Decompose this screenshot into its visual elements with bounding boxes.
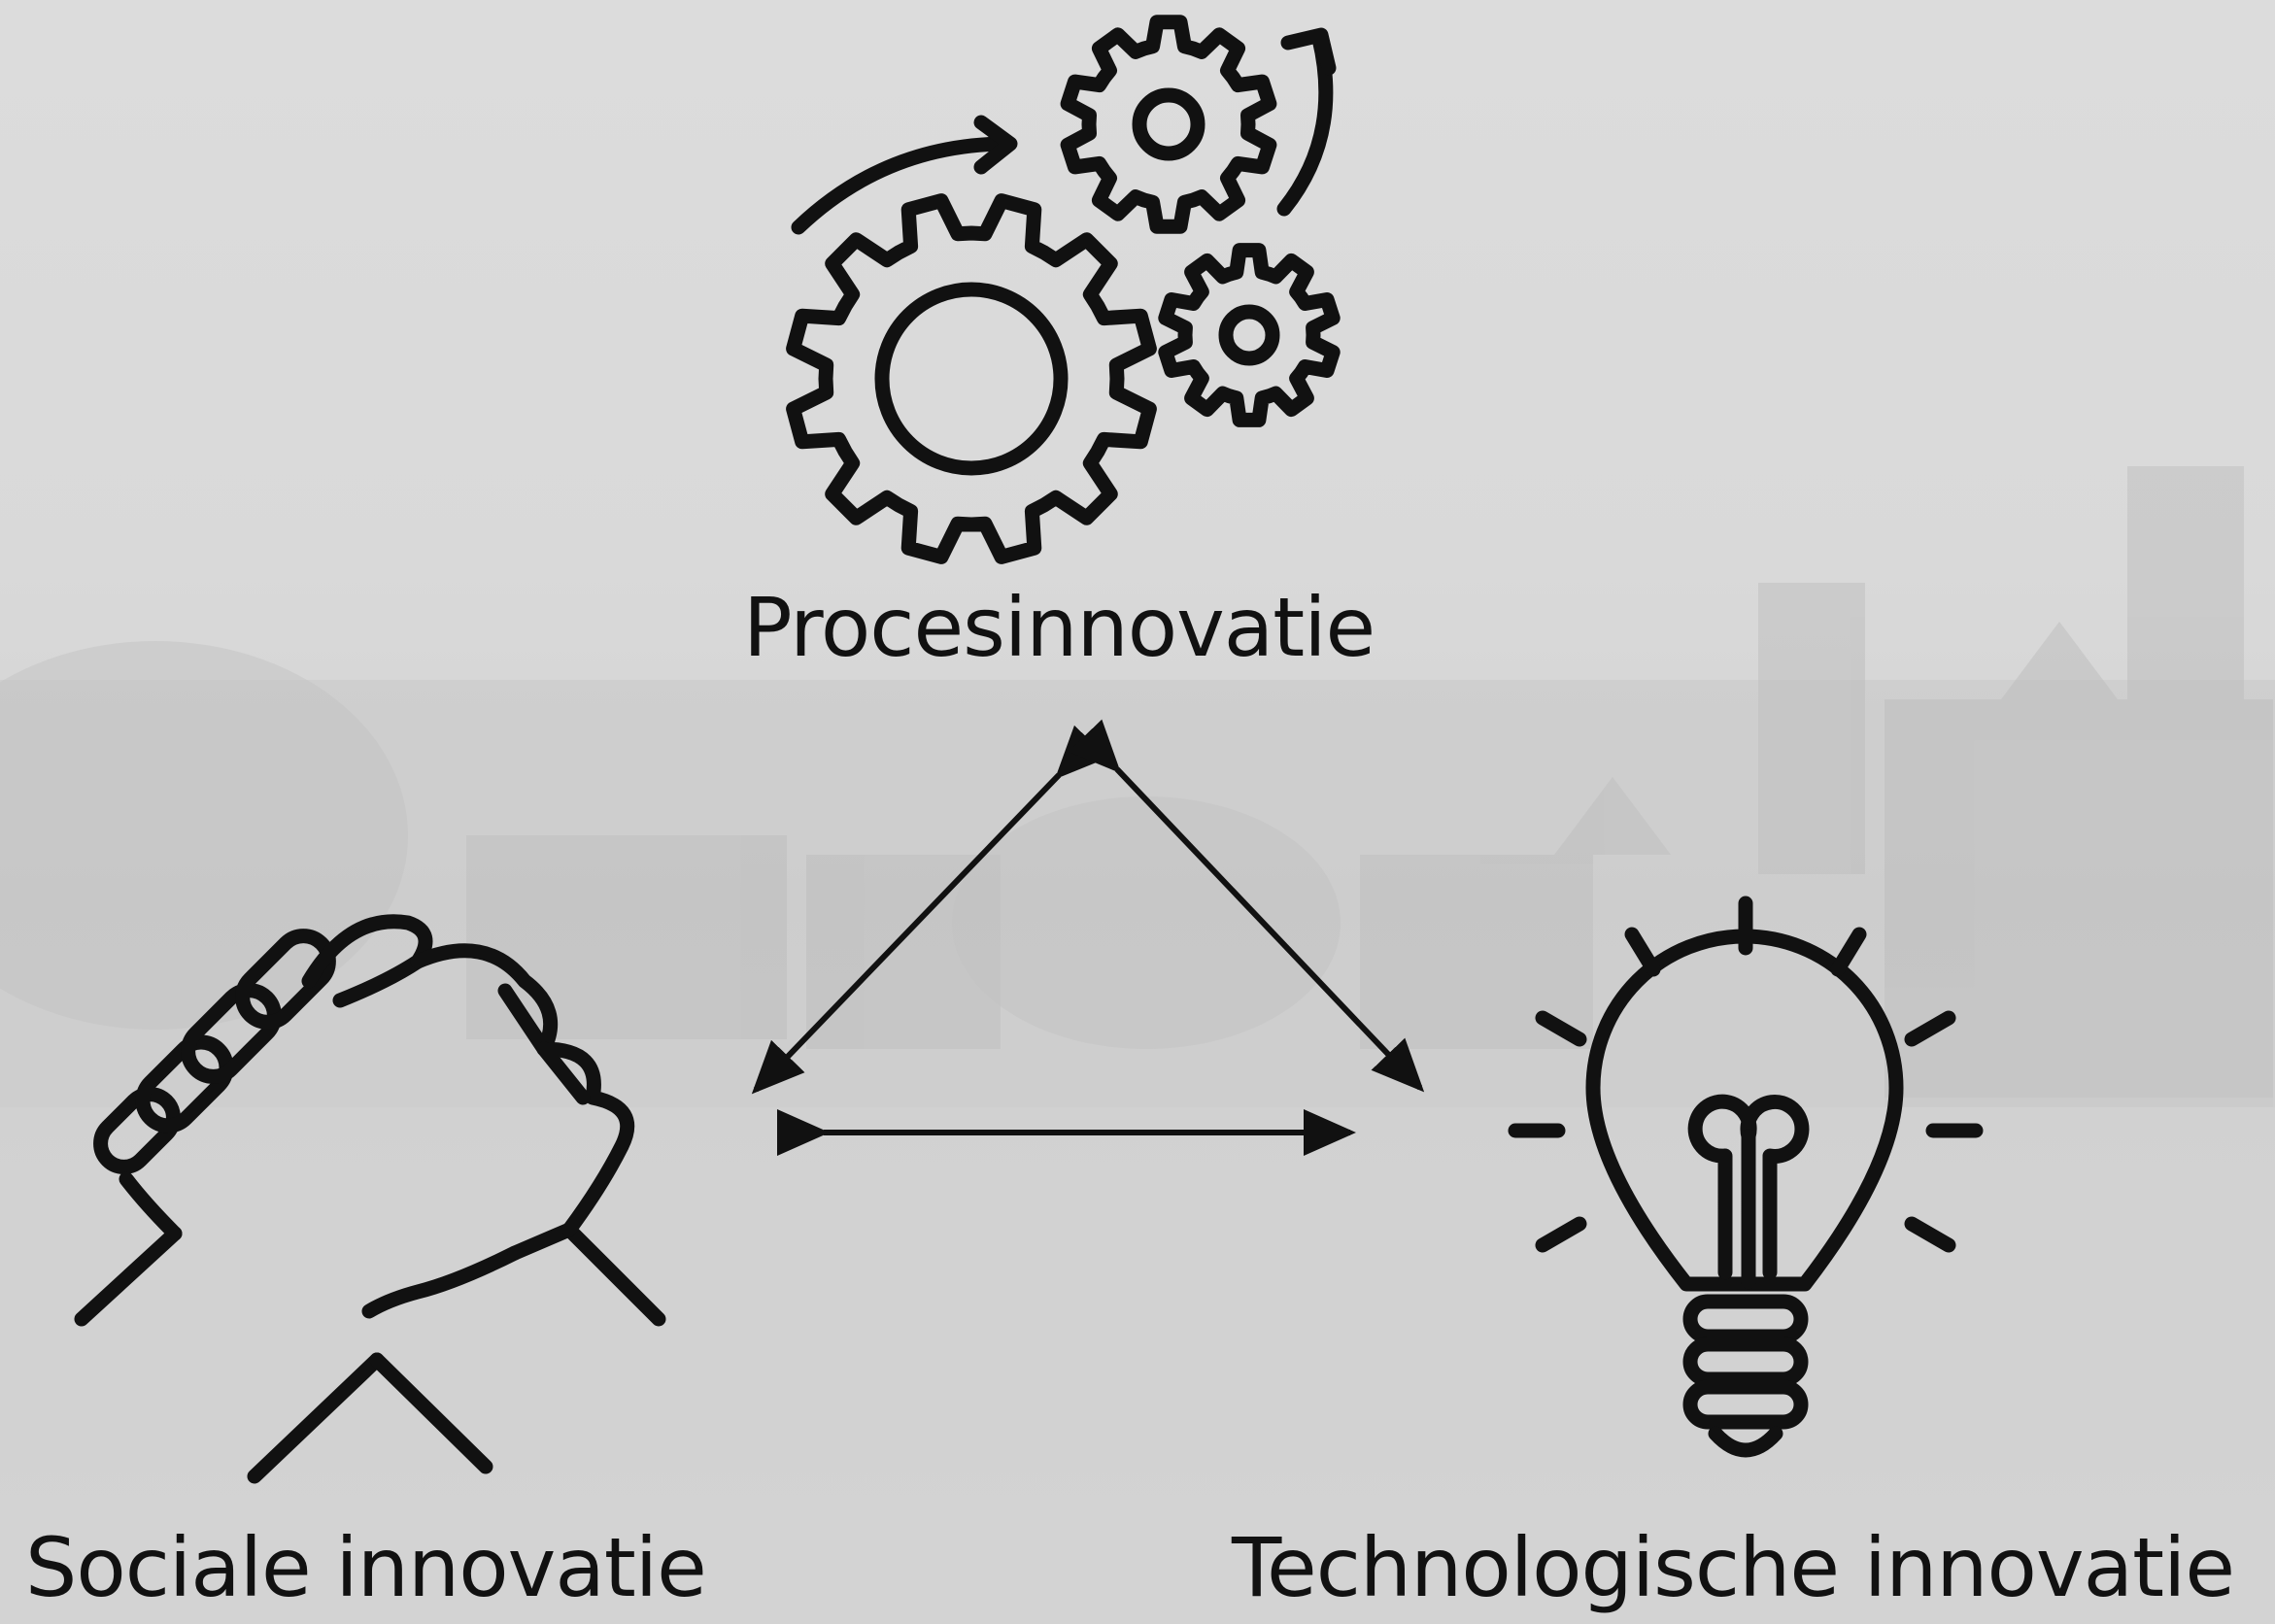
rotation-arrow-right-icon: [1276, 31, 1334, 217]
rotation-arrow-right-head: [1280, 27, 1337, 76]
node-label-procesinnovatie: Procesinnovatie: [743, 580, 1375, 675]
rotation-arrow-left-head: [973, 115, 1018, 175]
handshake-icon: [74, 914, 666, 1484]
node-label-sociale-innovatie: Sociale innovatie: [25, 1520, 707, 1615]
small-gear-icon: [1158, 243, 1341, 427]
gears-icon: [786, 15, 1341, 564]
rotation-arrow-left-icon: [791, 136, 1016, 235]
arrow-top-right: [1068, 719, 1425, 1093]
arrow-top-left: [751, 725, 1108, 1095]
node-label-technologische-innovatie: Technologische innovatie: [1232, 1520, 2235, 1615]
lightbulb-icon: [1508, 896, 1984, 1458]
large-gear-icon: [786, 193, 1157, 564]
medium-gear-icon: [1060, 15, 1277, 234]
